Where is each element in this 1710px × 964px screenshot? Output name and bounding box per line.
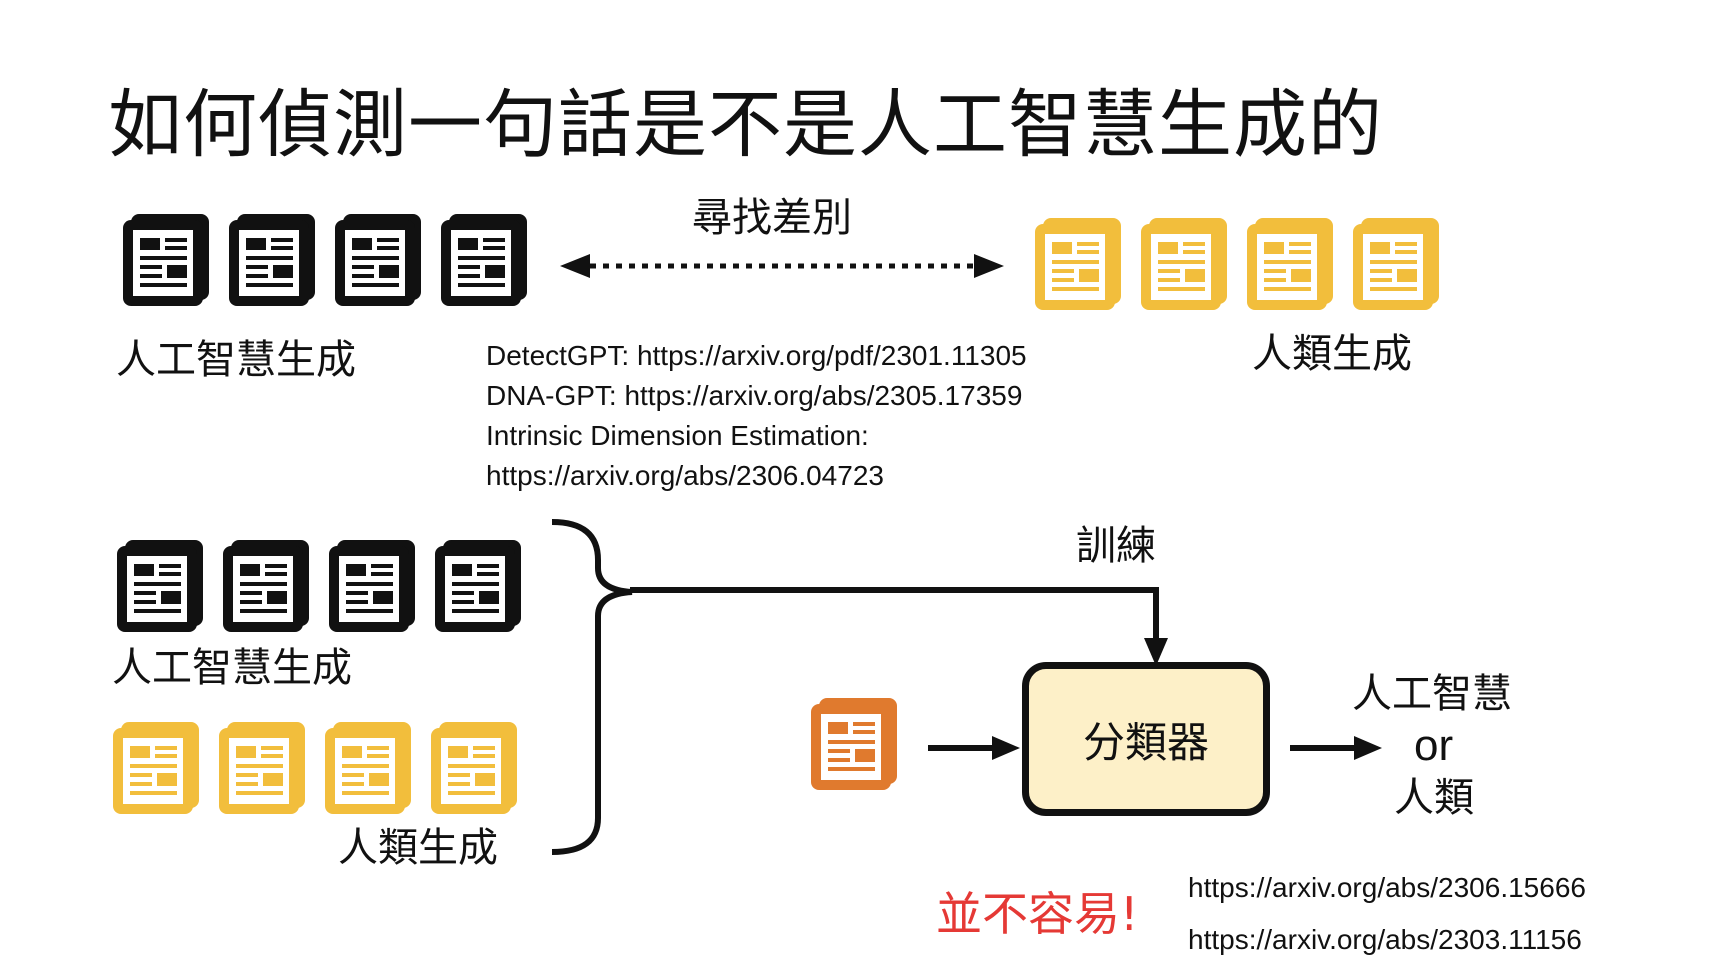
ai-newspaper-icon (436, 210, 532, 310)
compare-arrowhead-right (974, 254, 1004, 278)
human-newspaper-icon (1348, 214, 1444, 314)
output-arrowhead (1354, 736, 1382, 760)
human-newspaper-icon (214, 718, 310, 818)
training-label: 訓練 (1076, 523, 1156, 569)
output-ai-label: 人工智慧 (1352, 671, 1512, 717)
input-arrowhead (992, 736, 1020, 760)
classifier-box: 分類器 (1022, 662, 1270, 816)
reference-link[interactable]: DNA-GPT: https://arxiv.org/abs/2305.1735… (486, 380, 1023, 411)
bottom-human-label: 人類生成 (338, 825, 498, 871)
find-difference-label: 尋找差別 (692, 195, 852, 241)
training-brace (551, 519, 633, 855)
reference-link[interactable]: https://arxiv.org/abs/2303.11156 (1188, 924, 1582, 955)
top-human-label: 人類生成 (1252, 331, 1412, 377)
training-arrowhead (1144, 638, 1168, 666)
top-ai-label: 人工智慧生成 (116, 337, 356, 383)
bottom-references: https://arxiv.org/abs/2306.15666 https:/… (1188, 862, 1586, 964)
human-newspaper-icon (1136, 214, 1232, 314)
ai-newspaper-icon (112, 536, 208, 636)
warning-text: 並不容易! (936, 887, 1139, 941)
compare-arrowhead-left (560, 254, 590, 278)
reference-link[interactable]: https://arxiv.org/abs/2306.04723 (486, 460, 884, 491)
ai-newspaper-icon (218, 536, 314, 636)
human-newspaper-icon (320, 718, 416, 818)
human-newspaper-icon (426, 718, 522, 818)
ai-newspaper-icon (224, 210, 320, 310)
training-line (630, 587, 1159, 640)
reference-link[interactable]: DetectGPT: https://arxiv.org/pdf/2301.11… (486, 340, 1027, 371)
input-newspaper-icon (806, 694, 902, 794)
reference-link[interactable]: https://arxiv.org/abs/2306.15666 (1188, 872, 1586, 903)
bottom-ai-label: 人工智慧生成 (112, 645, 352, 691)
classifier-label: 分類器 (1082, 717, 1209, 767)
reference-text: Intrinsic Dimension Estimation: (486, 420, 869, 451)
human-newspaper-icon (1030, 214, 1126, 314)
ai-newspaper-icon (324, 536, 420, 636)
human-newspaper-icon (108, 718, 204, 818)
human-newspaper-icon (1242, 214, 1338, 314)
output-or-label: or (1414, 721, 1454, 770)
ai-newspaper-icon (430, 536, 526, 636)
top-references: DetectGPT: https://arxiv.org/pdf/2301.11… (486, 336, 1027, 496)
output-human-label: 人類 (1394, 775, 1474, 821)
slide-title: 如何偵測一句話是不是人工智慧生成的 (108, 82, 1383, 168)
ai-newspaper-icon (118, 210, 214, 310)
ai-newspaper-icon (330, 210, 426, 310)
